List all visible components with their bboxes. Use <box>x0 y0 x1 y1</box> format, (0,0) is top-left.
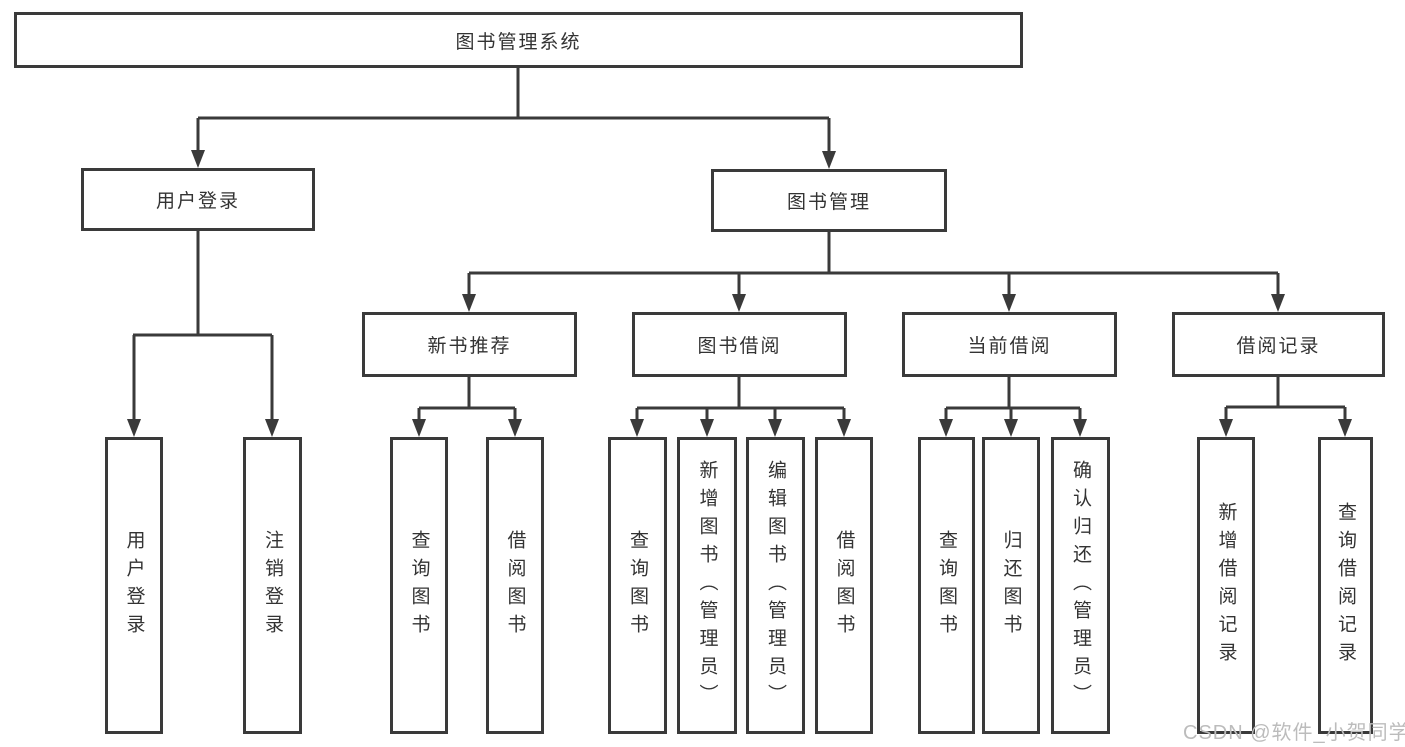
node-book-management: 图书管理 <box>711 169 947 232</box>
leaf-bb-query-books-label: 查询图书 <box>627 529 648 642</box>
leaf-bb-borrow-books-label: 借阅图书 <box>833 529 855 642</box>
node-root: 图书管理系统 <box>14 12 1023 68</box>
leaf-nbr-query-books-label: 查询图书 <box>408 529 430 642</box>
leaf-nbr-borrow-books-label: 借阅图书 <box>504 529 526 642</box>
node-user-login-label: 用户登录 <box>155 191 240 212</box>
leaf-nbr-query-books: 查询图书 <box>390 437 448 734</box>
leaf-nbr-borrow-books: 借阅图书 <box>486 437 544 734</box>
leaf-user-login-label: 用户登录 <box>123 529 145 642</box>
leaf-bb-query-books: 查询图书 <box>608 437 667 734</box>
node-borrow-records-label: 借阅记录 <box>1236 336 1321 357</box>
node-root-label: 图书管理系统 <box>455 31 582 53</box>
leaf-user-login: 用户登录 <box>105 437 163 734</box>
leaf-bb-add-books-admin-label: 新增图书（管理员） <box>696 459 718 712</box>
leaf-logout: 注销登录 <box>243 437 302 734</box>
leaf-bb-add-books-admin: 新增图书（管理员） <box>677 437 737 734</box>
node-current-borrow-label: 当前借阅 <box>967 336 1052 357</box>
leaf-cb-return-books: 归还图书 <box>982 437 1040 734</box>
node-borrow-records: 借阅记录 <box>1172 312 1385 377</box>
leaf-logout-label: 注销登录 <box>262 529 283 642</box>
leaf-br-query-record-label: 查询借阅记录 <box>1335 501 1356 670</box>
node-user-login: 用户登录 <box>81 168 315 231</box>
leaf-cb-query-books-label: 查询图书 <box>936 529 957 642</box>
leaf-bb-edit-books-admin-label: 编辑图书（管理员） <box>765 459 786 712</box>
leaf-br-add-record-label: 新增借阅记录 <box>1215 501 1237 670</box>
node-book-borrow: 图书借阅 <box>632 312 847 377</box>
node-current-borrow: 当前借阅 <box>902 312 1117 377</box>
leaf-cb-return-books-label: 归还图书 <box>1000 529 1022 642</box>
node-new-book-recommend-label: 新书推荐 <box>427 336 512 357</box>
csdn-watermark: CSDN @软件_小贺同学 <box>1183 722 1405 744</box>
leaf-cb-confirm-return-admin: 确认归还（管理员） <box>1051 437 1110 734</box>
node-book-borrow-label: 图书借阅 <box>697 336 782 357</box>
node-book-management-label: 图书管理 <box>786 192 871 213</box>
node-new-book-recommend: 新书推荐 <box>362 312 577 377</box>
leaf-cb-query-books: 查询图书 <box>918 437 975 734</box>
leaf-bb-borrow-books: 借阅图书 <box>815 437 873 734</box>
leaf-br-query-record: 查询借阅记录 <box>1318 437 1373 734</box>
leaf-bb-edit-books-admin: 编辑图书（管理员） <box>746 437 805 734</box>
leaf-cb-confirm-return-admin-label: 确认归还（管理员） <box>1070 459 1091 712</box>
leaf-br-add-record: 新增借阅记录 <box>1197 437 1255 734</box>
